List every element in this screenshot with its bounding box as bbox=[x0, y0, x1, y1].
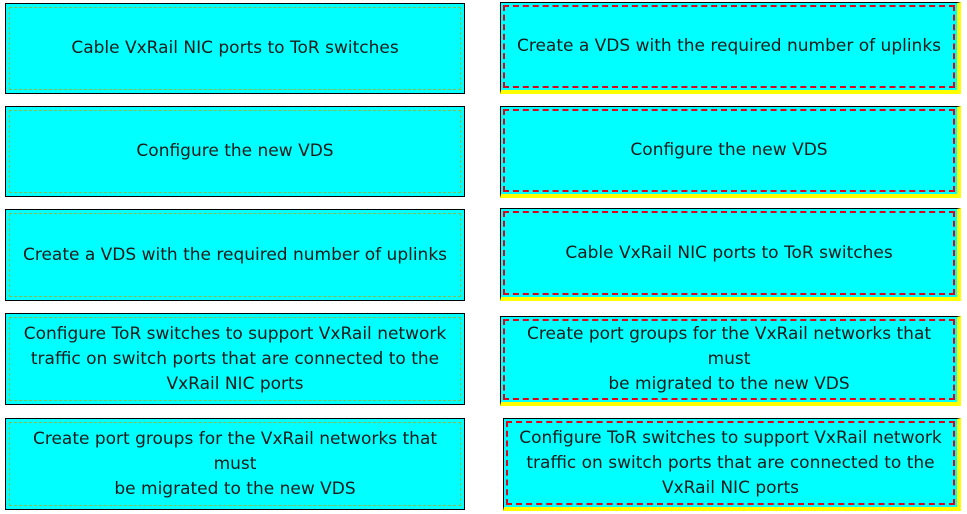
answer-slot-label: Cable VxRail NIC ports to ToR switches bbox=[565, 242, 893, 263]
answer-slot-1[interactable]: Create a VDS with the required number of… bbox=[500, 2, 961, 94]
source-item-label: Cable VxRail NIC ports to ToR switches bbox=[71, 38, 399, 58]
source-item-label: Create port groups for the VxRail networ… bbox=[32, 428, 438, 499]
answer-slot-label: Configure the new VDS bbox=[630, 140, 828, 160]
answer-slot-label: Configure ToR switches to support VxRail… bbox=[519, 427, 942, 498]
answer-slot-4[interactable]: Create port groups for the VxRail networ… bbox=[500, 316, 961, 406]
source-item-cable-nic-ports[interactable]: Cable VxRail NIC ports to ToR switches bbox=[5, 3, 465, 94]
answer-slot-3[interactable]: Cable VxRail NIC ports to ToR switches bbox=[500, 208, 961, 301]
source-item-create-vds[interactable]: Create a VDS with the required number of… bbox=[5, 209, 465, 301]
source-item-configure-vds[interactable]: Configure the new VDS bbox=[5, 106, 465, 197]
source-item-label: Create a VDS with the required number of… bbox=[22, 244, 448, 265]
answer-slot-5[interactable]: Configure ToR switches to support VxRail… bbox=[503, 418, 961, 511]
source-item-configure-tor-switches[interactable]: Configure ToR switches to support VxRail… bbox=[5, 313, 465, 405]
answer-slot-label: Create a VDS with the required number of… bbox=[516, 36, 942, 56]
source-item-label: Configure ToR switches to support VxRail… bbox=[23, 323, 447, 394]
source-item-label: Configure the new VDS bbox=[136, 141, 334, 161]
source-item-create-port-groups[interactable]: Create port groups for the VxRail networ… bbox=[5, 418, 465, 510]
answer-slot-label: Create port groups for the VxRail networ… bbox=[526, 324, 932, 394]
answer-slot-2[interactable]: Configure the new VDS bbox=[500, 106, 961, 198]
